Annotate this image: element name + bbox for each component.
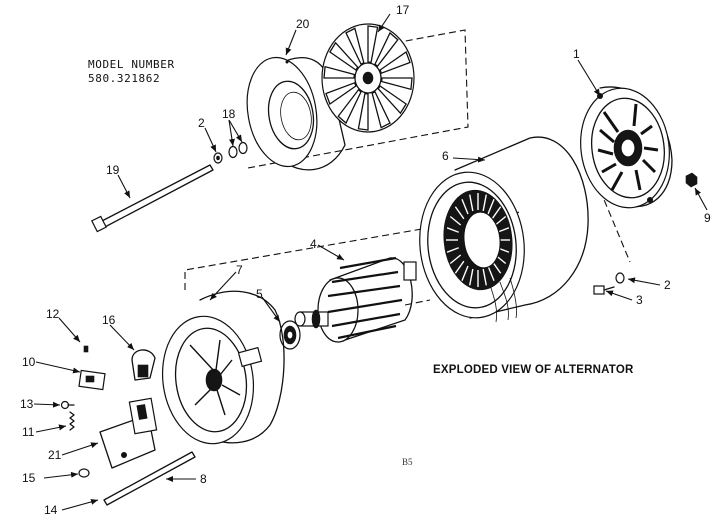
part-9-nut (685, 172, 698, 188)
stator-tooth (449, 215, 462, 226)
fan-blade (337, 88, 362, 125)
callout-14: 14 (44, 503, 58, 516)
stator-tooth (487, 265, 495, 281)
callout-8: 8 (200, 472, 207, 486)
fan-blade (379, 50, 411, 75)
part-17-fan (321, 23, 415, 133)
fan-blade (325, 81, 357, 106)
callout-7: 7 (236, 263, 243, 277)
fan-blade (367, 25, 379, 64)
callout-13: 13 (20, 397, 34, 411)
callout-2-bottom: 2 (664, 278, 671, 292)
part-16-brush (131, 349, 156, 381)
stator-tooth (449, 254, 462, 265)
stator-tooth (469, 268, 474, 286)
fan-blade (377, 85, 407, 115)
callout-5: 5 (256, 287, 263, 301)
callout-9: 9 (704, 211, 711, 225)
page-code: B5 (402, 457, 413, 467)
part-2-nut-top (213, 152, 223, 164)
callout-20: 20 (296, 17, 310, 31)
stator-tooth (487, 199, 495, 215)
part-3-bolt (593, 285, 615, 295)
callout-3: 3 (636, 293, 643, 307)
callout-11: 11 (22, 425, 35, 439)
stator-tooth (469, 194, 474, 212)
part-7-end-housing (161, 290, 285, 445)
callout-labels: 17 20 1 2 18 19 6 9 2 3 4 7 5 12 16 10 1… (20, 3, 711, 516)
diagram-title: EXPLODED VIEW OF ALTERNATOR (433, 364, 634, 376)
fan-blade (371, 90, 391, 129)
part-2-nut-bottom (615, 272, 625, 284)
stator-tooth (446, 227, 459, 233)
stator-tooth (461, 199, 469, 215)
callout-arrows (33, 13, 708, 511)
part-6-stator (419, 136, 589, 323)
fan-blade (374, 31, 399, 68)
part-15-screw (78, 468, 90, 478)
fan-blade (357, 92, 369, 131)
part-20-fan-shroud (246, 56, 346, 171)
callout-16: 16 (102, 313, 116, 327)
part-5-bearing (279, 320, 301, 350)
callout-1: 1 (573, 47, 580, 61)
part-11-spring (69, 411, 75, 431)
stator-tooth (482, 194, 487, 212)
part-10-regulator (78, 369, 106, 391)
fan-blade (323, 65, 356, 79)
stator-tooth (494, 215, 507, 226)
part-13-screw (60, 400, 75, 410)
stator-tooth (491, 206, 502, 220)
part-8-thru-bolt (103, 451, 196, 506)
model-number-label: MODEL NUMBER (88, 58, 175, 71)
callout-19: 19 (106, 163, 120, 177)
part-1-end-bell (580, 86, 673, 209)
part-19-thru-bolt (91, 164, 214, 233)
callout-6: 6 (442, 149, 449, 163)
callout-17: 17 (396, 3, 410, 17)
fan-blade (329, 41, 359, 71)
callout-2-top: 2 (198, 116, 205, 130)
callout-21: 21 (48, 448, 62, 462)
fan-blade (380, 77, 413, 91)
stator-tooth (454, 206, 465, 220)
stator-tooth (446, 247, 459, 253)
stator-tooth (454, 260, 465, 274)
callout-4: 4 (310, 237, 317, 251)
stator-tooth (482, 268, 487, 286)
part-4-rotor (294, 256, 417, 343)
fan-blade (345, 27, 365, 66)
model-number-value: 580.321862 (88, 72, 160, 85)
callout-10: 10 (22, 355, 36, 369)
part-21-brush-holder-plate (99, 397, 158, 469)
callout-18: 18 (222, 107, 236, 121)
callout-15: 15 (22, 471, 36, 485)
part-18-washers (228, 141, 248, 159)
stator-tooth (461, 265, 469, 281)
part-12-clip (83, 345, 89, 353)
callout-12: 12 (46, 307, 60, 321)
